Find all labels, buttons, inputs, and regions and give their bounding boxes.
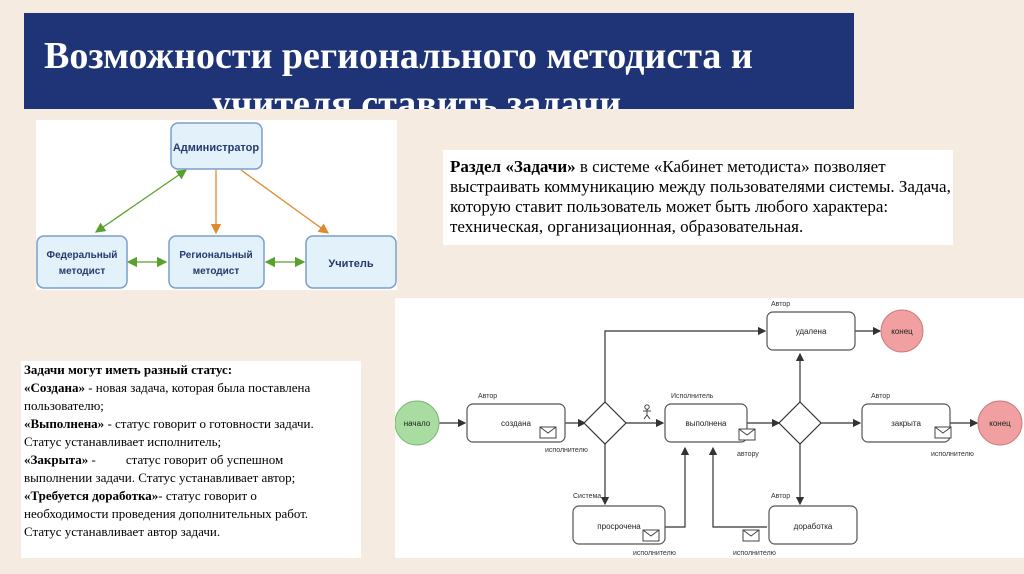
- svg-text:Учитель: Учитель: [328, 258, 373, 270]
- svg-text:исполнителю: исполнителю: [931, 451, 974, 458]
- svg-text:исполнителю: исполнителю: [633, 550, 676, 557]
- role-regional-methodist: Региональный методист: [168, 235, 265, 289]
- roles-diagram-svg: Администратор Федеральный методист Регио…: [36, 122, 397, 289]
- svg-text:создана: создана: [501, 419, 531, 428]
- status-closed-cont: выполнении задачи. Статус устанавливает …: [24, 470, 296, 485]
- task-overdue: Система просрочена исполнителю: [572, 493, 676, 557]
- task-closed: Автор закрыта исполнителю: [861, 393, 974, 458]
- arrow-admin-teacher: [240, 169, 330, 234]
- svg-text:конец: конец: [891, 327, 913, 336]
- statuses-box: Задачи могут иметь разный статус: «Созда…: [21, 361, 361, 558]
- role-teacher: Учитель: [305, 235, 397, 289]
- svg-text:начало: начало: [404, 419, 431, 428]
- page-title-line-1: Возможности регионального методиста и: [44, 35, 753, 77]
- svg-text:исполнителю: исполнителю: [733, 550, 776, 557]
- task-rework: Автор доработка исполнителю: [733, 493, 858, 557]
- svg-text:Автор: Автор: [871, 393, 890, 400]
- arrow-admin-federal: [94, 169, 188, 233]
- status-done: «Выполнена» - статус говорит о готовност…: [24, 416, 314, 431]
- description-paragraph: Раздел «Задачи» в системе «Кабинет метод…: [450, 157, 953, 237]
- svg-text:закрыта: закрыта: [891, 419, 921, 428]
- tasks-description: Раздел «Задачи» в системе «Кабинет метод…: [443, 150, 953, 245]
- svg-text:Система: Система: [573, 493, 601, 500]
- task-flow-diagram: начало конец конец Автор создана исполни…: [394, 298, 1024, 558]
- roles-diagram: Администратор Федеральный методист Регио…: [36, 120, 397, 290]
- role-admin: Администратор: [170, 122, 263, 170]
- flow-gateway-2: [778, 401, 822, 445]
- svg-text:методист: методист: [193, 266, 240, 277]
- svg-text:просрочена: просрочена: [597, 522, 641, 531]
- flow-start-event: начало: [394, 400, 440, 446]
- svg-text:доработка: доработка: [794, 522, 833, 531]
- status-done-cont: Статус устанавливает исполнитель;: [24, 434, 222, 449]
- flow-end-event-right: конец: [977, 400, 1023, 446]
- executor-person-icon: [643, 404, 651, 420]
- svg-text:методист: методист: [59, 266, 106, 277]
- description-text-1: в системе «Кабинет методиста» позволяет …: [450, 157, 895, 196]
- svg-text:Автор: Автор: [771, 493, 790, 500]
- svg-text:Администратор: Администратор: [173, 142, 260, 154]
- status-rework-cont-2: Статус устанавливает автор задачи.: [24, 524, 221, 539]
- status-rework: «Требуется доработка»- статус говорит о: [24, 488, 257, 503]
- statuses-heading: Задачи могут иметь разный статус:: [24, 362, 233, 377]
- flow-end-event-top: конец: [880, 309, 924, 353]
- task-flow-svg: начало конец конец Автор создана исполни…: [394, 301, 1023, 557]
- status-created-cont: пользователю;: [24, 398, 104, 413]
- status-rework-cont: необходимости проведения дополнительных …: [24, 506, 309, 521]
- svg-text:исполнителю: исполнителю: [545, 447, 588, 454]
- status-created: «Создана» - новая задача, которая была п…: [24, 380, 311, 395]
- status-closed: «Закрыта» -статус говорит об успешном: [24, 452, 284, 467]
- svg-text:Федеральный: Федеральный: [47, 250, 118, 261]
- svg-text:Автор: Автор: [478, 393, 497, 400]
- task-done: Исполнитель выполнена автору: [643, 393, 759, 458]
- svg-text:удалена: удалена: [796, 327, 827, 336]
- title-banner: Возможности регионального методиста и уч…: [24, 13, 854, 109]
- task-deleted: Автор удалена: [766, 301, 856, 351]
- svg-text:Автор: Автор: [771, 301, 790, 308]
- svg-text:Исполнитель: Исполнитель: [671, 393, 714, 400]
- description-text-2: Задача, которую ставит пользователь може…: [450, 177, 951, 236]
- svg-text:автору: автору: [737, 451, 759, 458]
- svg-text:конец: конец: [989, 419, 1011, 428]
- task-created: Автор создана исполнителю: [466, 393, 588, 454]
- page-title-line-2: учителя ставить задачи: [212, 83, 622, 109]
- role-federal-methodist: Федеральный методист: [36, 235, 128, 289]
- svg-text:выполнена: выполнена: [685, 419, 727, 428]
- svg-text:Региональный: Региональный: [179, 250, 252, 261]
- description-bold: Раздел «Задачи»: [450, 157, 576, 176]
- flow-gateway-1: [583, 401, 627, 445]
